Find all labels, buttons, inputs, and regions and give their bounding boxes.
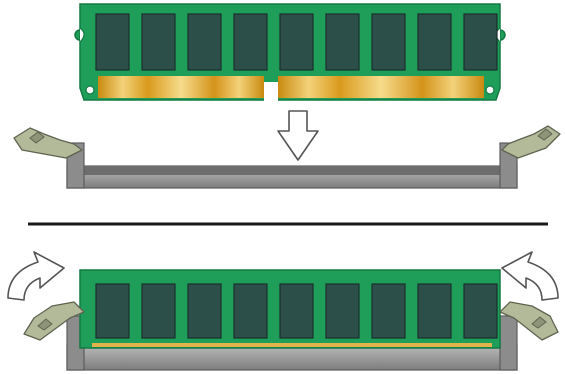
memory-chip [187, 283, 222, 339]
memory-chip [371, 283, 406, 339]
memory-chip [279, 283, 314, 339]
memory-chip [325, 283, 360, 339]
gold-contacts-right [278, 76, 484, 98]
memory-chip [279, 13, 314, 71]
latch-right-grip [531, 316, 547, 329]
memory-chip [233, 13, 268, 71]
latch-right-closed [499, 301, 559, 341]
latch-right-open [501, 125, 561, 159]
latch-left-open [13, 127, 83, 159]
key-notch [264, 82, 278, 102]
chip-row [95, 13, 498, 71]
memory-chip [325, 13, 360, 71]
chip-row [95, 283, 498, 339]
gold-contacts-visible [92, 343, 492, 347]
latch-left-grip [29, 131, 45, 144]
latch-right-grip [537, 128, 553, 141]
memory-chip [463, 13, 498, 71]
memory-chip [233, 283, 268, 339]
memory-chip [141, 13, 176, 71]
memory-module-top [74, 3, 506, 102]
memory-chip [463, 283, 498, 339]
memory-chip [371, 13, 406, 71]
slot-channel [84, 166, 500, 175]
dimm-slot-top [13, 125, 561, 189]
mount-hole-left [85, 85, 95, 95]
memory-chip [187, 13, 222, 71]
latch-left-closed [23, 301, 85, 341]
memory-chip [141, 283, 176, 339]
memory-module-bottom [79, 269, 501, 349]
latch-left-grip [37, 318, 53, 331]
memory-chip [417, 283, 452, 339]
side-notch-left [79, 27, 85, 43]
memory-chip [95, 283, 130, 339]
slot-end-right [499, 315, 518, 371]
mount-hole-right [485, 85, 495, 95]
down-arrow-icon [277, 110, 319, 161]
rotate-arrow-right-icon [501, 251, 559, 301]
gold-contacts-left [98, 76, 264, 98]
memory-chip [95, 13, 130, 71]
memory-chip [417, 13, 452, 71]
rotate-arrow-left-icon [7, 251, 65, 301]
